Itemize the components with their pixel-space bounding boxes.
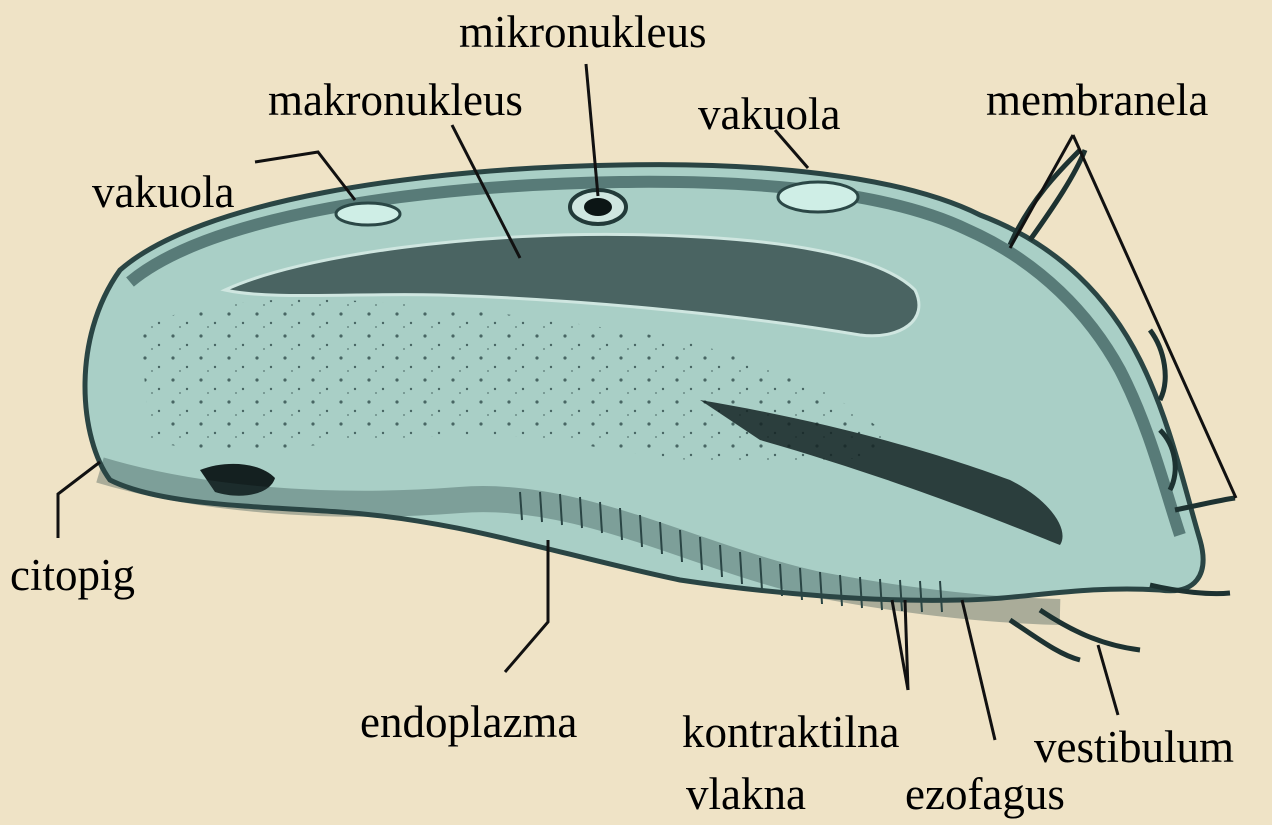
label-vakuola-top: vakuola (698, 92, 840, 137)
vacuole-left (336, 203, 400, 225)
leader-endoplazma (505, 540, 548, 672)
label-vlakna: vlakna (686, 772, 806, 817)
label-kontraktilna: kontraktilna (682, 710, 899, 755)
label-endoplazma: endoplazma (360, 700, 577, 745)
label-mikronukleus: mikronukleus (459, 10, 706, 55)
leader-citopig (58, 462, 100, 538)
vacuole-top (778, 182, 858, 212)
label-vestibulum: vestibulum (1034, 725, 1234, 770)
label-makronukleus: makronukleus (268, 78, 523, 123)
label-citopig: citopig (10, 553, 135, 598)
label-vakuola-left: vakuola (92, 170, 234, 215)
label-ezofagus: ezofagus (905, 772, 1065, 817)
leader-vestibulum (1098, 645, 1118, 715)
label-membranela: membranela (986, 78, 1208, 123)
